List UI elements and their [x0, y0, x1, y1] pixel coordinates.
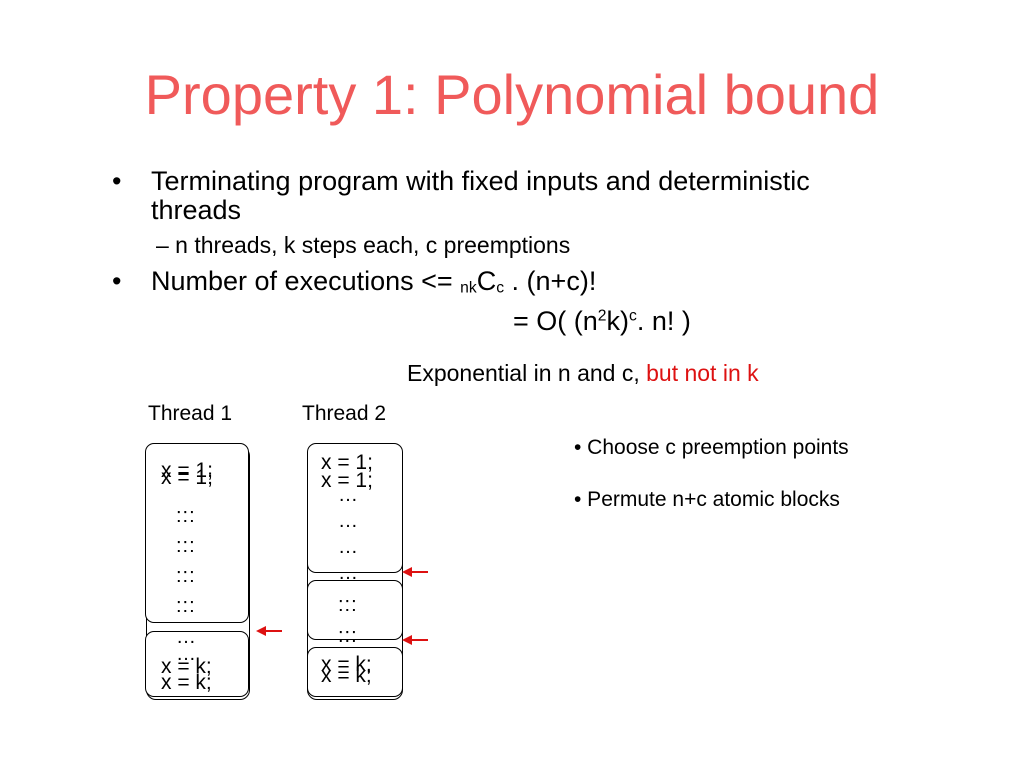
exponential-highlight: but not in k — [646, 360, 759, 386]
thread-2-label: Thread 2 — [302, 402, 387, 425]
thread-1-label: Thread 1 — [148, 402, 233, 425]
exponential-note: Exponential in n and c, but not in k — [407, 360, 759, 387]
thread-2-ellipsis: … — [338, 484, 359, 506]
bullet-marker: • — [112, 266, 122, 296]
superscript-2: 2 — [597, 307, 607, 325]
big-o-formula: = O( (n2k)c. n! ) — [513, 306, 691, 337]
thread-1-ellipsis: … — [176, 643, 197, 665]
note-preemption-points: • Choose c preemption points — [574, 436, 849, 459]
formula-suffix: . (n+c)! — [504, 266, 597, 296]
thread-1-ellipsis: ::: — [176, 535, 196, 557]
big-o-d: . n! ) — [636, 306, 691, 336]
formula-prefix: Number of executions <= — [151, 266, 461, 296]
thread-1-stmt-x1: x = 1; — [161, 459, 213, 482]
note-permute-blocks: • Permute n+c atomic blocks — [574, 488, 840, 511]
thread-1-ellipsis: ::: — [176, 505, 196, 527]
thread-2-stmt-xk-shadow: x = k; — [321, 664, 372, 687]
thread-1-ellipsis: ::: — [176, 595, 196, 617]
preemption-arrow-icon — [402, 635, 428, 645]
slide-title: Property 1: Polynomial bound — [144, 63, 880, 126]
thread-2-atomic-block-1 — [307, 443, 403, 573]
exponential-plain: Exponential in n and c, — [407, 360, 647, 386]
sub-bullet: – n threads, k steps each, c preemptions — [156, 232, 571, 258]
thread-1-ellipsis: … — [176, 626, 197, 648]
superscript-c: c — [629, 307, 637, 325]
bullet-marker: • — [112, 166, 122, 196]
thread-2-stmt-x1-shadow: x = 1; — [321, 469, 373, 492]
thread-2-stmt-x1: x = 1; — [321, 451, 373, 474]
thread-2-ellipsis: … — [338, 536, 359, 558]
thread-2-atomic-block-2 — [307, 580, 403, 640]
big-o-a: = O( (n — [513, 306, 598, 336]
thread-2-ellipsis: … — [338, 510, 359, 532]
bullet-1-line-2: threads — [151, 195, 242, 225]
executions-formula: Number of executions <= nkCc . (n+c)! — [151, 266, 596, 303]
bullet-1-line-1: Terminating program with fixed inputs an… — [151, 166, 810, 196]
subscript-c: c — [496, 279, 505, 297]
thread-1-stmt-xk: x = k; — [161, 655, 212, 678]
thread-1-stmt-xk-shadow: x = k; — [161, 671, 212, 694]
thread-1-atomic-block-2 — [145, 631, 249, 697]
thread-1-atomic-block-1 — [145, 443, 249, 623]
thread-2-ellipsis: ::: — [338, 594, 358, 616]
thread-1-stmt-x1-shadow: x = 1; — [161, 466, 213, 489]
thread-2-ellipsis: ::: — [338, 625, 358, 647]
subscript-nk: nk — [460, 279, 477, 297]
combination-C: C — [476, 266, 497, 296]
big-o-b: k) — [606, 306, 630, 336]
preemption-arrow-icon — [256, 626, 282, 636]
thread-2-stmt-xk: x = k; — [321, 653, 372, 676]
thread-2-ellipsis: … — [338, 562, 359, 584]
preemption-arrow-icon — [402, 567, 428, 577]
thread-2-atomic-block-3 — [307, 647, 403, 697]
thread-1-ellipsis: ::: — [176, 565, 196, 587]
